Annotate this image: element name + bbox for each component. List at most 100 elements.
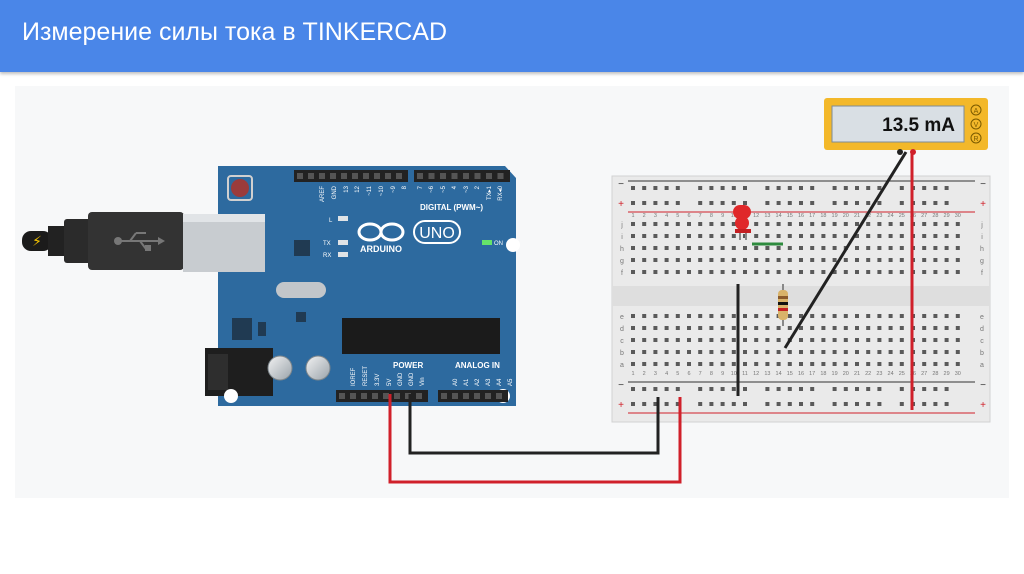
rail-hole[interactable] [698,387,703,391]
breadboard-hole[interactable] [832,326,837,330]
breadboard-hole[interactable] [642,338,647,342]
breadboard-hole[interactable] [642,246,647,250]
led[interactable] [733,205,751,240]
rail-hole[interactable] [855,186,859,190]
breadboard-hole[interactable] [776,246,781,250]
rail-hole[interactable] [765,201,770,205]
breadboard-hole[interactable] [720,246,725,250]
rail-hole[interactable] [922,201,927,205]
breadboard-hole[interactable] [799,270,803,274]
breadboard-hole[interactable] [933,326,938,330]
breadboard-hole[interactable] [832,234,837,238]
breadboard-hole[interactable] [810,246,815,250]
header-pin-hole[interactable] [383,393,389,399]
breadboard-hole[interactable] [754,258,759,262]
breadboard-hole[interactable] [944,338,949,342]
breadboard-hole[interactable] [709,270,714,274]
breadboard-hole[interactable] [776,350,781,354]
breadboard-hole[interactable] [866,314,871,318]
rail-hole[interactable] [653,387,658,391]
breadboard-hole[interactable] [664,234,669,238]
breadboard-hole[interactable] [888,246,893,250]
rail-hole[interactable] [664,387,669,391]
breadboard-hole[interactable] [810,222,815,226]
breadboard-hole[interactable] [799,314,803,318]
breadboard-hole[interactable] [698,222,703,226]
rail-hole[interactable] [709,186,714,190]
breadboard-hole[interactable] [642,258,647,262]
breadboard-hole[interactable] [776,338,781,342]
breadboard-hole[interactable] [776,362,781,366]
breadboard-hole[interactable] [698,362,703,366]
breadboard-hole[interactable] [709,326,714,330]
breadboard-hole[interactable] [743,314,747,318]
breadboard-hole[interactable] [687,314,691,318]
rail-hole[interactable] [631,387,635,391]
breadboard-hole[interactable] [698,314,703,318]
breadboard-hole[interactable] [709,350,714,354]
rail-hole[interactable] [866,186,871,190]
breadboard-hole[interactable] [765,222,770,226]
header-pin-hole[interactable] [385,173,391,179]
breadboard-hole[interactable] [720,362,725,366]
breadboard-hole[interactable] [664,350,669,354]
breadboard-hole[interactable] [810,362,815,366]
breadboard-hole[interactable] [899,338,904,342]
breadboard-hole[interactable] [642,326,647,330]
breadboard-hole[interactable] [810,258,815,262]
breadboard-hole[interactable] [653,258,658,262]
breadboard-hole[interactable] [743,350,747,354]
breadboard-hole[interactable] [664,222,669,226]
breadboard-hole[interactable] [933,314,938,318]
breadboard-hole[interactable] [899,258,904,262]
breadboard-hole[interactable] [855,234,859,238]
breadboard-hole[interactable] [709,246,714,250]
rail-hole[interactable] [631,201,635,205]
breadboard-hole[interactable] [743,362,747,366]
rail-hole[interactable] [743,387,747,391]
rail-hole[interactable] [933,387,938,391]
breadboard-hole[interactable] [944,350,949,354]
header-pin-hole[interactable] [341,173,347,179]
breadboard-hole[interactable] [832,246,837,250]
breadboard-hole[interactable] [933,234,938,238]
breadboard-hole[interactable] [765,246,770,250]
breadboard-hole[interactable] [765,314,770,318]
breadboard-hole[interactable] [944,362,949,366]
breadboard-hole[interactable] [944,258,949,262]
breadboard-hole[interactable] [653,338,658,342]
breadboard-hole[interactable] [843,326,848,330]
rail-hole[interactable] [698,186,703,190]
breadboard-hole[interactable] [787,222,792,226]
breadboard-hole[interactable] [754,350,759,354]
breadboard-hole[interactable] [631,326,635,330]
breadboard-hole[interactable] [631,314,635,318]
breadboard-hole[interactable] [843,338,848,342]
rail-hole[interactable] [922,387,927,391]
breadboard-hole[interactable] [799,326,803,330]
rail-hole[interactable] [720,402,725,406]
black-wire-gnd[interactable] [408,394,660,455]
breadboard-hole[interactable] [855,314,859,318]
multimeter[interactable] [824,98,988,155]
rail-hole[interactable] [810,186,815,190]
breadboard-hole[interactable] [687,350,691,354]
header-pin-hole[interactable] [350,393,356,399]
breadboard-hole[interactable] [955,270,960,274]
breadboard-hole[interactable] [922,338,927,342]
breadboard-hole[interactable] [664,246,669,250]
breadboard-hole[interactable] [698,270,703,274]
rail-hole[interactable] [720,186,725,190]
header-pin-hole[interactable] [497,173,504,179]
breadboard-hole[interactable] [866,338,871,342]
breadboard-hole[interactable] [899,314,904,318]
breadboard-hole[interactable] [731,350,736,354]
breadboard-hole[interactable] [877,222,882,226]
breadboard-hole[interactable] [754,314,759,318]
breadboard-hole[interactable] [821,246,826,250]
rail-hole[interactable] [944,402,949,406]
rail-hole[interactable] [877,201,882,205]
breadboard-hole[interactable] [855,326,859,330]
rail-hole[interactable] [731,402,736,406]
rail-hole[interactable] [899,201,904,205]
